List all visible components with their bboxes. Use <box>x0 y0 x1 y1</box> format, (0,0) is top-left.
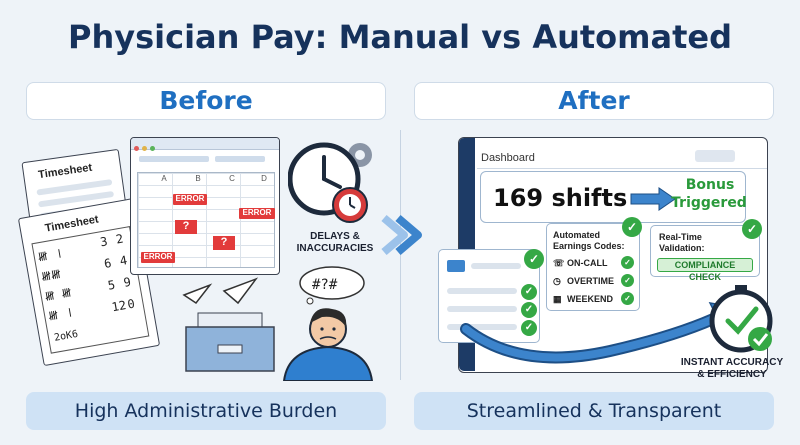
error-cell: ERROR <box>239 208 275 219</box>
result-caption-line2: & EFFICIENCY <box>697 369 767 380</box>
spreadsheet-window: A B C D ERROR ERROR ? ? ERROR <box>130 137 280 275</box>
result-caption-line1: INSTANT ACCURACY <box>680 357 784 368</box>
earnings-title-line1: Automated <box>553 230 600 240</box>
timesheet-title: Timesheet <box>44 213 100 235</box>
check-icon: ✓ <box>621 256 634 269</box>
search-field[interactable] <box>695 150 735 162</box>
window-titlebar <box>131 138 279 151</box>
delay-caption-line1: DELAYS & <box>310 231 360 242</box>
earnings-codes-card: Automated Earnings Codes: ☏ ON-CALL ✓ ◷ … <box>546 223 640 311</box>
stressed-person-avatar <box>282 308 374 381</box>
stopwatch-check-icon <box>709 285 773 353</box>
phone-icon: ☏ <box>553 258 565 268</box>
svg-text:#?#: #?# <box>312 277 338 293</box>
shifts-card: 169 shifts Bonus Triggered <box>480 171 747 223</box>
bonus-line1: Bonus <box>685 177 735 193</box>
calendar-icon: ▦ <box>553 294 562 304</box>
file-drawer-icon <box>185 312 275 372</box>
before-footer: High Administrative Burden <box>26 392 386 430</box>
column-header: B <box>195 174 201 183</box>
record-list-card: ✓ ✓ ✓ <box>438 249 540 343</box>
paper-plane-icon <box>182 277 259 305</box>
code-weekend: WEEKEND <box>567 294 614 304</box>
bonus-line2: Triggered <box>671 195 747 211</box>
validation-card: Real-Time Validation: COMPLIANCE CHECK <box>650 225 760 282</box>
dashboard-label: Dashboard <box>481 152 535 164</box>
column-header: D <box>261 174 267 183</box>
chevron-right-icon <box>381 214 422 256</box>
center-divider <box>400 130 401 380</box>
page-title: Physician Pay: Manual vs Automated <box>68 18 732 56</box>
question-cell: ? <box>175 220 197 234</box>
arrow-right-icon <box>630 187 676 211</box>
code-oncall: ON-CALL <box>567 258 608 268</box>
column-header: C <box>229 174 235 183</box>
before-panel: Timesheet Timesheet 𝍸 𝍷 𝍸𝍸 𝍸 𝍸 𝍸 𝍷 3 2 6… <box>0 125 400 385</box>
clock-icon: ◷ <box>553 276 561 286</box>
check-icon: ✓ <box>521 320 537 336</box>
check-icon: ✓ <box>524 249 544 269</box>
earnings-title-line2: Earnings Codes: <box>553 241 625 251</box>
after-header: After <box>414 82 774 120</box>
compliance-badge: COMPLIANCE CHECK <box>657 258 753 282</box>
question-cell: ? <box>213 236 235 250</box>
code-overtime: OVERTIME <box>567 276 615 286</box>
thought-bubble-icon: #?# <box>299 266 365 305</box>
error-cell: ERROR <box>173 194 207 205</box>
check-icon: ✓ <box>621 292 634 305</box>
after-footer: Streamlined & Transparent <box>414 392 774 430</box>
column-header: A <box>161 174 167 183</box>
shifts-count: 169 shifts <box>493 184 628 212</box>
validation-line1: Real-Time <box>659 232 702 242</box>
check-icon: ✓ <box>521 284 537 300</box>
after-panel: Dashboard 169 shifts Bonus Triggered ✓ ✓… <box>400 125 800 385</box>
error-cell: ERROR <box>141 252 175 263</box>
validation-line2: Validation: <box>659 243 705 253</box>
check-icon: ✓ <box>622 217 642 237</box>
check-icon: ✓ <box>742 219 762 239</box>
check-icon: ✓ <box>621 274 634 287</box>
before-header: Before <box>26 82 386 120</box>
delay-caption-line2: INACCURACIES <box>296 243 374 254</box>
sheet-number: 12 <box>110 298 128 315</box>
clock-delay-icon <box>288 142 372 223</box>
timesheet-title: Timesheet <box>37 161 93 182</box>
check-icon: ✓ <box>521 302 537 318</box>
spreadsheet-grid <box>137 172 275 268</box>
